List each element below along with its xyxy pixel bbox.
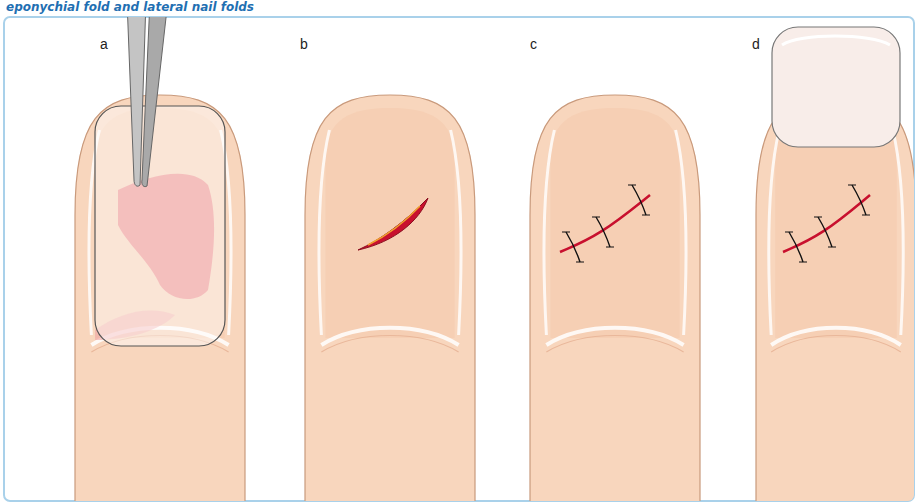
suture xyxy=(566,232,580,262)
suture xyxy=(852,185,866,215)
scissor-blade xyxy=(142,17,168,187)
finger xyxy=(305,95,475,501)
panel-letter: c xyxy=(530,36,537,52)
panel-letter: a xyxy=(100,36,108,52)
suture xyxy=(818,217,832,247)
replaced-nail-plate xyxy=(772,27,900,147)
suture xyxy=(632,185,646,215)
finger xyxy=(756,27,914,501)
suture xyxy=(789,232,803,262)
panel-letter: d xyxy=(752,36,760,52)
panel-letter: b xyxy=(300,36,308,52)
repaired-laceration xyxy=(560,195,650,252)
figure-title: eponychial fold and lateral nail folds xyxy=(6,0,254,14)
nail-bed-laceration xyxy=(358,198,428,250)
finger xyxy=(75,17,245,501)
finger xyxy=(530,95,700,501)
suture xyxy=(596,217,610,247)
nail-plate xyxy=(95,106,225,346)
